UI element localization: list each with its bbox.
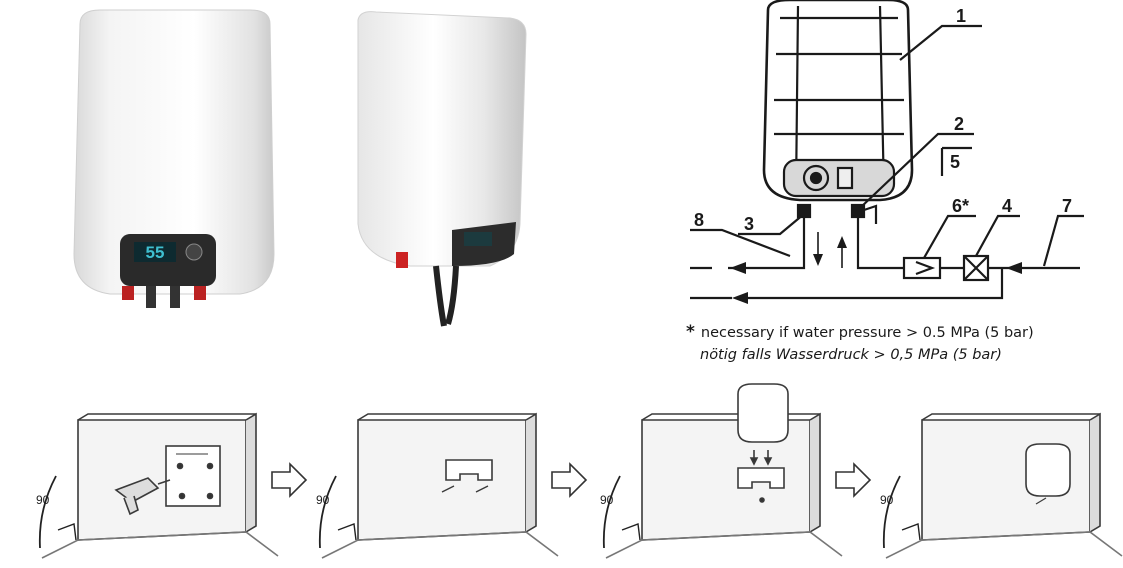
label-6: 6* [952,196,969,216]
note-english-text: necessary if water pressure > 0.5 MPa (5… [700,325,1034,341]
arrow-step-1-2 [271,463,307,497]
heater-photo-front: 55 [73,9,275,308]
label-2: 2 [954,114,964,134]
label-7: 7 [1062,196,1072,216]
label-8: 8 [694,210,704,230]
leader-6 [923,214,976,259]
label-5: 5 [950,152,960,172]
angle-label-2: 90 [316,493,330,507]
footnote-star: * [686,322,695,342]
heater-photo-side [357,11,527,327]
leader-8 [690,228,791,258]
step-bracket [318,413,559,559]
installation-steps: 90 90 90 90 [36,383,1123,559]
angle-label-1: 90 [36,493,50,507]
label-3: 3 [744,214,754,234]
label-4: 4 [1002,196,1012,216]
step-installed [882,413,1123,559]
note-german: nötig falls Wasserdruck > 0,5 MPa (5 bar… [700,347,1002,363]
connection-schematic: 1 2 5 3 6* 4 7 8 [690,0,1084,304]
arrow-step-2-3 [551,463,587,497]
arrow-step-3-4 [835,463,871,497]
display-value: 55 [146,243,165,262]
angle-label-3: 90 [600,493,614,507]
step-hang [602,383,843,559]
note-english: * necessary if water pressure > 0.5 MPa (… [686,322,1034,343]
angle-label-4: 90 [880,493,894,507]
leader-7 [1042,214,1084,267]
leader-3 [738,213,805,236]
leader-1 [899,24,982,61]
leader-4 [975,214,1020,257]
step-drill [38,413,279,559]
label-1: 1 [956,6,966,26]
leader-2 [859,132,974,209]
